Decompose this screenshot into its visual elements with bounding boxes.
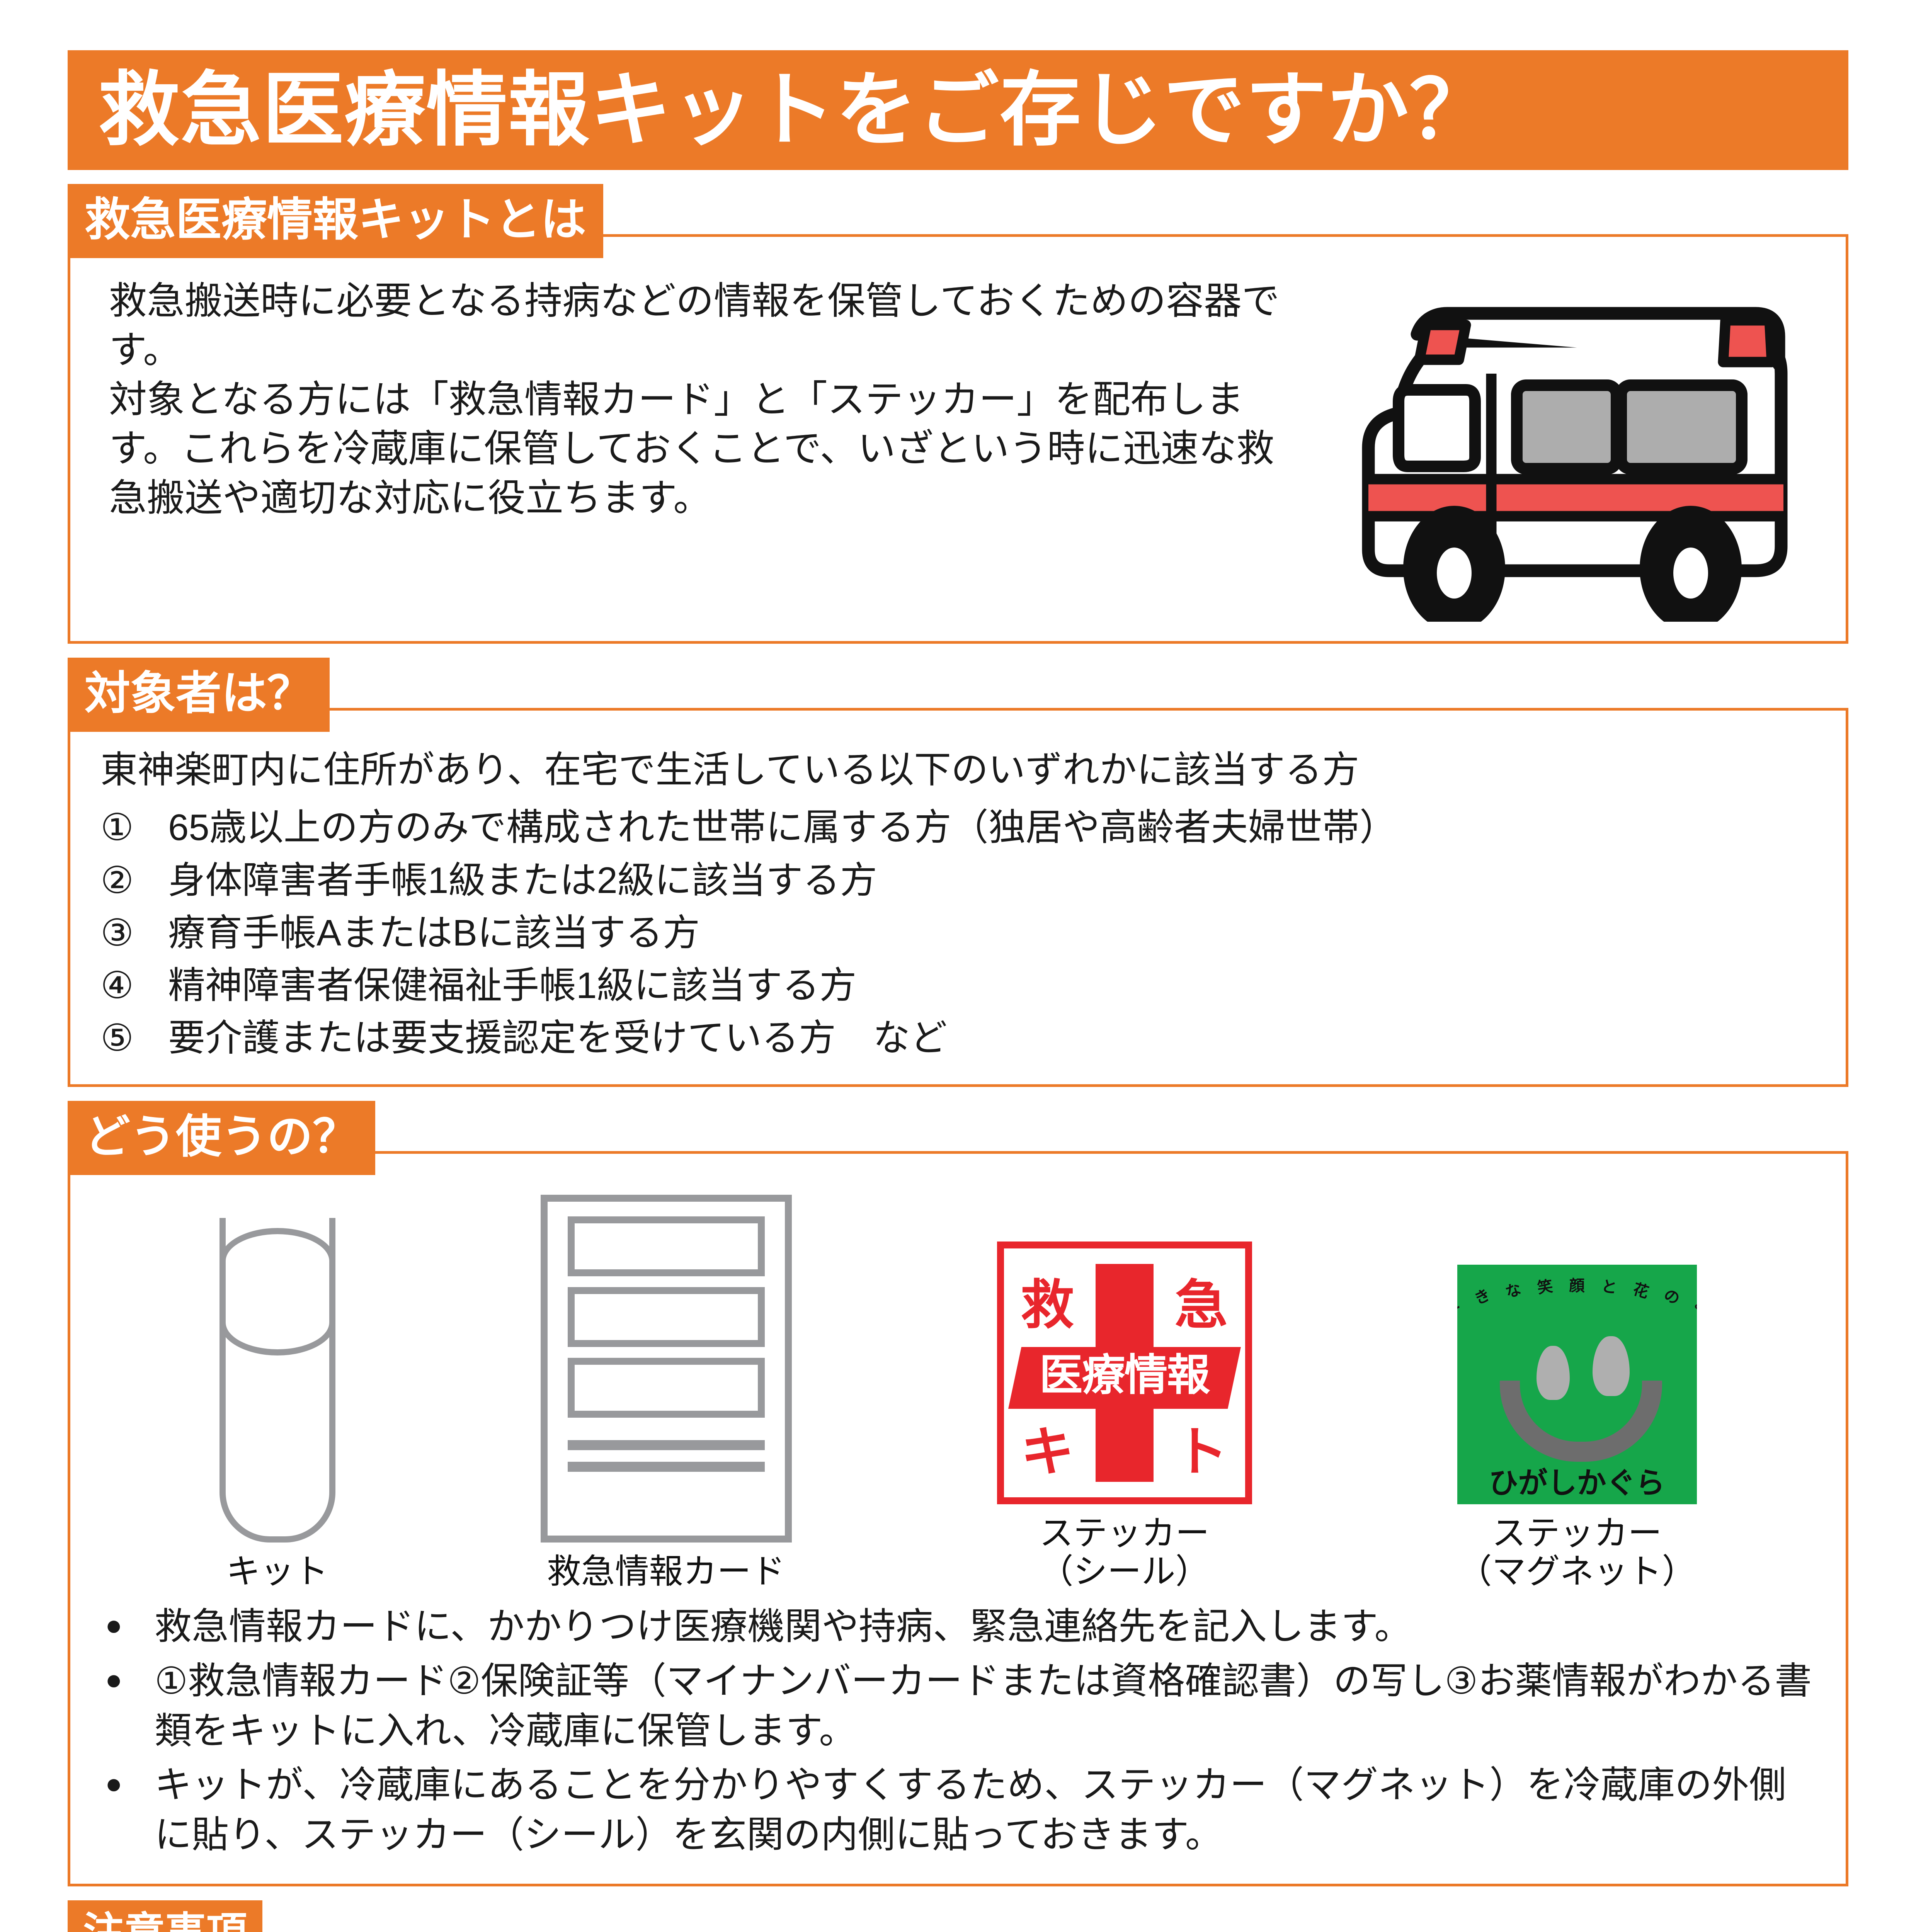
- section-usage-heading: どう使うの？: [68, 1100, 376, 1175]
- item-number: ②: [100, 859, 134, 901]
- bullet-icon: ●: [105, 1663, 123, 1696]
- card-illustration: 救急情報カード: [540, 1194, 792, 1591]
- sticker-magnet-caption-line1: ステッカー: [1492, 1514, 1662, 1553]
- bullet-icon: ●: [105, 1767, 123, 1800]
- about-paragraph-1: 救急搬送時に必要となる持病などの情報を保管しておくための容器です。: [109, 279, 1280, 371]
- sticker-magnet-caption: ステッカー （マグネット）: [1458, 1514, 1696, 1590]
- item-number: ①: [100, 807, 134, 849]
- kit-caption: キット: [226, 1552, 328, 1590]
- sticker-seal-caption-line1: ステッカー: [1039, 1514, 1210, 1553]
- section-usage: どう使うの？ キット: [68, 1100, 1848, 1887]
- item-text: 精神障害者保健福祉手帳1級に該当する方: [168, 965, 857, 1007]
- list-item: ④ 精神障害者保健福祉手帳1級に該当する方: [100, 959, 1822, 1012]
- kit-cylinder-icon: [219, 1206, 335, 1543]
- item-number: ⑤: [100, 1017, 134, 1059]
- magnet-arc-text: すてきな笑顔と花のまち: [1457, 1277, 1697, 1317]
- section-eligibility: 対象者は？ 東神楽町内に住所があり、在宅で生活している以下のいずれかに該当する方…: [68, 658, 1848, 1087]
- ambulance-illustration-wrap: [1299, 274, 1822, 622]
- eligibility-lead: 東神楽町内に住所があり、在宅で生活している以下のいずれかに該当する方: [100, 749, 1360, 791]
- sticker-magnet-illustration: すてきな笑顔と花のまち ひがしかぐら ステッカー （マグネット）: [1457, 1265, 1697, 1590]
- sticker-red-bottom-right: ト: [1174, 1422, 1228, 1482]
- eligibility-list: ① 65歳以上の方のみで構成された世帯に属する方（独居や高齢者夫婦世帯） ② 身…: [94, 801, 1822, 1065]
- section-about-text: 救急搬送時に必要となる持病などの情報を保管しておくための容器です。 対象となる方…: [94, 274, 1299, 522]
- bullet-icon: ●: [105, 1609, 123, 1641]
- sticker-red-top-left: 救: [1021, 1276, 1074, 1335]
- page-title: 救急医療情報キットをご存じですか？: [99, 65, 1492, 155]
- about-paragraph-2: 対象となる方には「救急情報カード」と「ステッカー」を配布します。これらを冷蔵庫に…: [109, 378, 1274, 519]
- list-item: ③ 療育手帳AまたはBに該当する方: [100, 907, 1822, 959]
- section-eligibility-body: 東神楽町内に住所があり、在宅で生活している以下のいずれかに該当する方 ① 65歳…: [68, 708, 1848, 1087]
- section-precautions-heading: 注意事項: [68, 1900, 262, 1932]
- item-number: ③: [100, 912, 134, 954]
- card-caption: 救急情報カード: [547, 1552, 785, 1590]
- section-about: 救急医療情報キットとは 救急搬送時に必要となる持病などの情報を保管しておくための…: [68, 184, 1848, 644]
- item-text: 65歳以上の方のみで構成された世帯に属する方（独居や高齢者夫婦世帯）: [168, 807, 1397, 849]
- magnet-town-name: ひがしかぐら: [1489, 1467, 1665, 1500]
- sticker-red-band-text: 医療情報: [1039, 1351, 1210, 1400]
- page-title-banner: 救急医療情報キットをご存じですか？: [68, 50, 1848, 170]
- bullet-text: 救急情報カードに、かかりつけ医療機関や持病、緊急連絡先を記入します。: [155, 1606, 1412, 1648]
- section-usage-body: キット 救急情報カード: [68, 1151, 1848, 1887]
- ambulance-icon: [1362, 307, 1788, 622]
- item-text: 身体障害者手帳1級または2級に該当する方: [168, 859, 877, 901]
- magnet-smile-icon: [1499, 1381, 1662, 1462]
- item-number: ④: [100, 965, 134, 1007]
- list-item: ● 救急情報カードに、かかりつけ医療機関や持病、緊急連絡先を記入します。: [105, 1602, 1815, 1652]
- sticker-seal-illustration: 救 急 医療情報 キ ト ステッカー （シール）: [997, 1242, 1252, 1590]
- section-about-heading: 救急医療情報キットとは: [68, 184, 604, 258]
- list-item: ① 65歳以上の方のみで構成された世帯に属する方（独居や高齢者夫婦世帯）: [100, 801, 1822, 854]
- item-text: 要介護または要支援認定を受けている方 など: [168, 1017, 947, 1059]
- emergency-info-card-icon: [540, 1194, 792, 1543]
- section-precautions: 注意事項 ● キットは、譲渡したり、貸し付けたりしないでください。 ● ステッカ…: [68, 1900, 1848, 1932]
- usage-bullet-list: ● 救急情報カードに、かかりつけ医療機関や持病、緊急連絡先を記入します。 ● ①…: [94, 1602, 1822, 1860]
- sticker-magnet-caption-line2: （マグネット）: [1458, 1552, 1696, 1590]
- sticker-seal-caption-line2: （シール）: [1039, 1552, 1210, 1590]
- sticker-magnet-icon: すてきな笑顔と花のまち ひがしかぐら: [1457, 1265, 1697, 1505]
- list-item: ⑤ 要介護または要支援認定を受けている方 など: [100, 1012, 1822, 1065]
- item-text: 療育手帳AまたはBに該当する方: [168, 912, 700, 954]
- section-about-body: 救急搬送時に必要となる持病などの情報を保管しておくための容器です。 対象となる方…: [68, 234, 1848, 644]
- bullet-text: ①救急情報カード②保険証等（マイナンバーカードまたは資格確認書）の写し③お薬情報…: [155, 1660, 1812, 1752]
- list-item: ● キットが、冷蔵庫にあることを分かりやすくするため、ステッカー（マグネット）を…: [105, 1760, 1815, 1860]
- sticker-seal-icon: 救 急 医療情報 キ ト: [997, 1242, 1252, 1505]
- sticker-red-bottom-left: キ: [1021, 1422, 1074, 1482]
- list-item: ② 身体障害者手帳1級または2級に該当する方: [100, 854, 1822, 907]
- usage-illustration-row: キット 救急情報カード: [94, 1189, 1822, 1591]
- sticker-seal-caption: ステッカー （シール）: [1039, 1514, 1209, 1590]
- sticker-red-top-right: 急: [1174, 1276, 1228, 1335]
- flyer-page: 救急医療情報キットをご存じですか？ 救急医療情報キットとは 救急搬送時に必要とな…: [0, 50, 1916, 1932]
- list-item: ● ①救急情報カード②保険証等（マイナンバーカードまたは資格確認書）の写し③お薬…: [105, 1656, 1815, 1756]
- section-eligibility-heading: 対象者は？: [68, 658, 330, 732]
- kit-illustration: キット: [219, 1206, 335, 1591]
- bullet-text: キットが、冷蔵庫にあることを分かりやすくするため、ステッカー（マグネット）を冷蔵…: [155, 1764, 1787, 1855]
